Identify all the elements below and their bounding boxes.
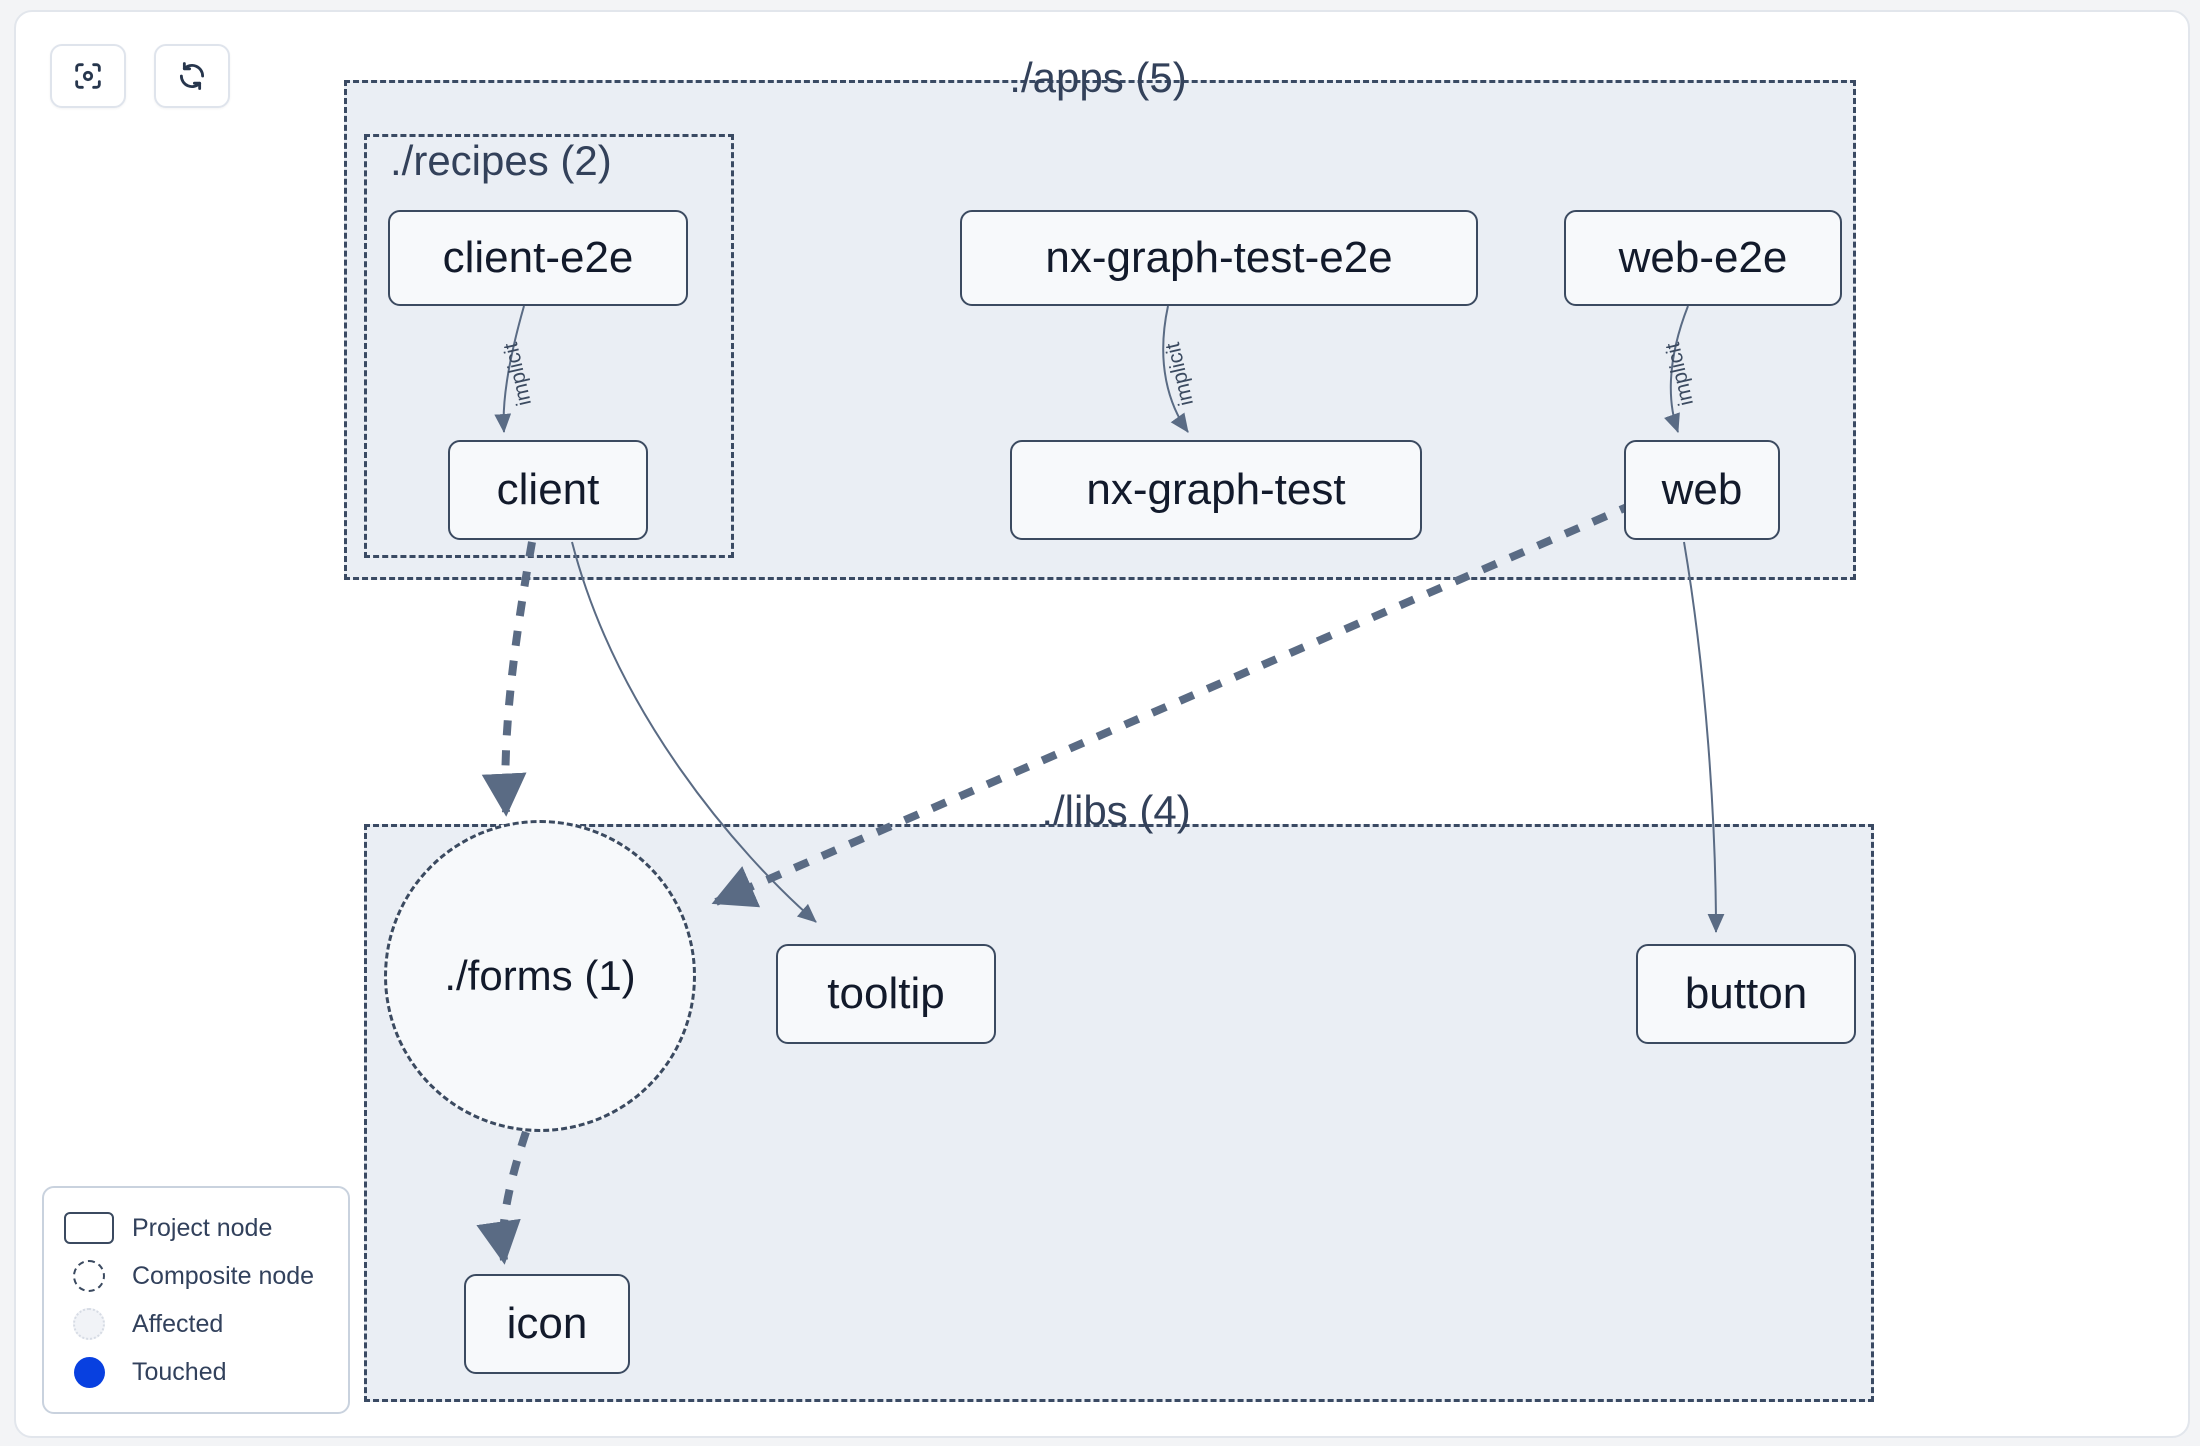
legend-item-composite-node: Composite node xyxy=(62,1252,330,1300)
composite-node-swatch xyxy=(62,1259,116,1293)
refresh-graph-button[interactable] xyxy=(154,44,230,108)
legend-label: Composite node xyxy=(132,1261,315,1290)
node-web[interactable]: web xyxy=(1624,440,1780,540)
node-label: icon xyxy=(506,1299,588,1348)
refresh-icon xyxy=(175,59,209,93)
node-tooltip[interactable]: tooltip xyxy=(776,944,996,1044)
focus-graph-button[interactable] xyxy=(50,44,126,108)
node-forms[interactable]: ./forms (1) xyxy=(384,820,696,1132)
legend-label: Affected xyxy=(132,1309,224,1338)
node-label: ./forms (1) xyxy=(444,952,636,999)
node-label: web xyxy=(1661,465,1743,514)
node-icon[interactable]: icon xyxy=(464,1274,630,1374)
legend-item-affected: Affected xyxy=(62,1300,330,1348)
edge-client-to-forms xyxy=(481,541,536,817)
group-label-libs: ./libs (4) xyxy=(1041,787,1191,834)
affected-swatch xyxy=(62,1307,116,1341)
node-web-e2e[interactable]: web-e2e xyxy=(1564,210,1842,306)
graph-legend: Project node Composite node Affected Tou… xyxy=(42,1186,350,1414)
graph-canvas-card: ./apps (5) ./recipes (2) ./libs (4) xyxy=(14,10,2190,1438)
legend-label: Touched xyxy=(132,1357,227,1386)
node-button[interactable]: button xyxy=(1636,944,1856,1044)
node-label: client-e2e xyxy=(442,233,634,282)
project-node-swatch xyxy=(62,1211,116,1245)
node-label: web-e2e xyxy=(1618,233,1788,282)
touched-swatch xyxy=(62,1355,116,1389)
node-label: button xyxy=(1684,969,1808,1018)
graph-toolbar xyxy=(50,44,230,108)
node-nx-graph-test-e2e[interactable]: nx-graph-test-e2e xyxy=(960,210,1478,306)
node-label: nx-graph-test-e2e xyxy=(1045,233,1393,282)
legend-item-touched: Touched xyxy=(62,1348,330,1396)
node-client[interactable]: client xyxy=(448,440,648,540)
focus-target-icon xyxy=(71,59,105,93)
node-label: client xyxy=(496,465,600,514)
node-nx-graph-test[interactable]: nx-graph-test xyxy=(1010,440,1422,540)
node-client-e2e[interactable]: client-e2e xyxy=(388,210,688,306)
node-label: nx-graph-test xyxy=(1086,465,1346,514)
group-label-recipes: ./recipes (2) xyxy=(390,137,612,184)
legend-item-project-node: Project node xyxy=(62,1204,330,1252)
node-label: tooltip xyxy=(827,969,945,1018)
legend-label: Project node xyxy=(132,1213,273,1242)
group-label-apps: ./apps (5) xyxy=(1009,54,1187,101)
